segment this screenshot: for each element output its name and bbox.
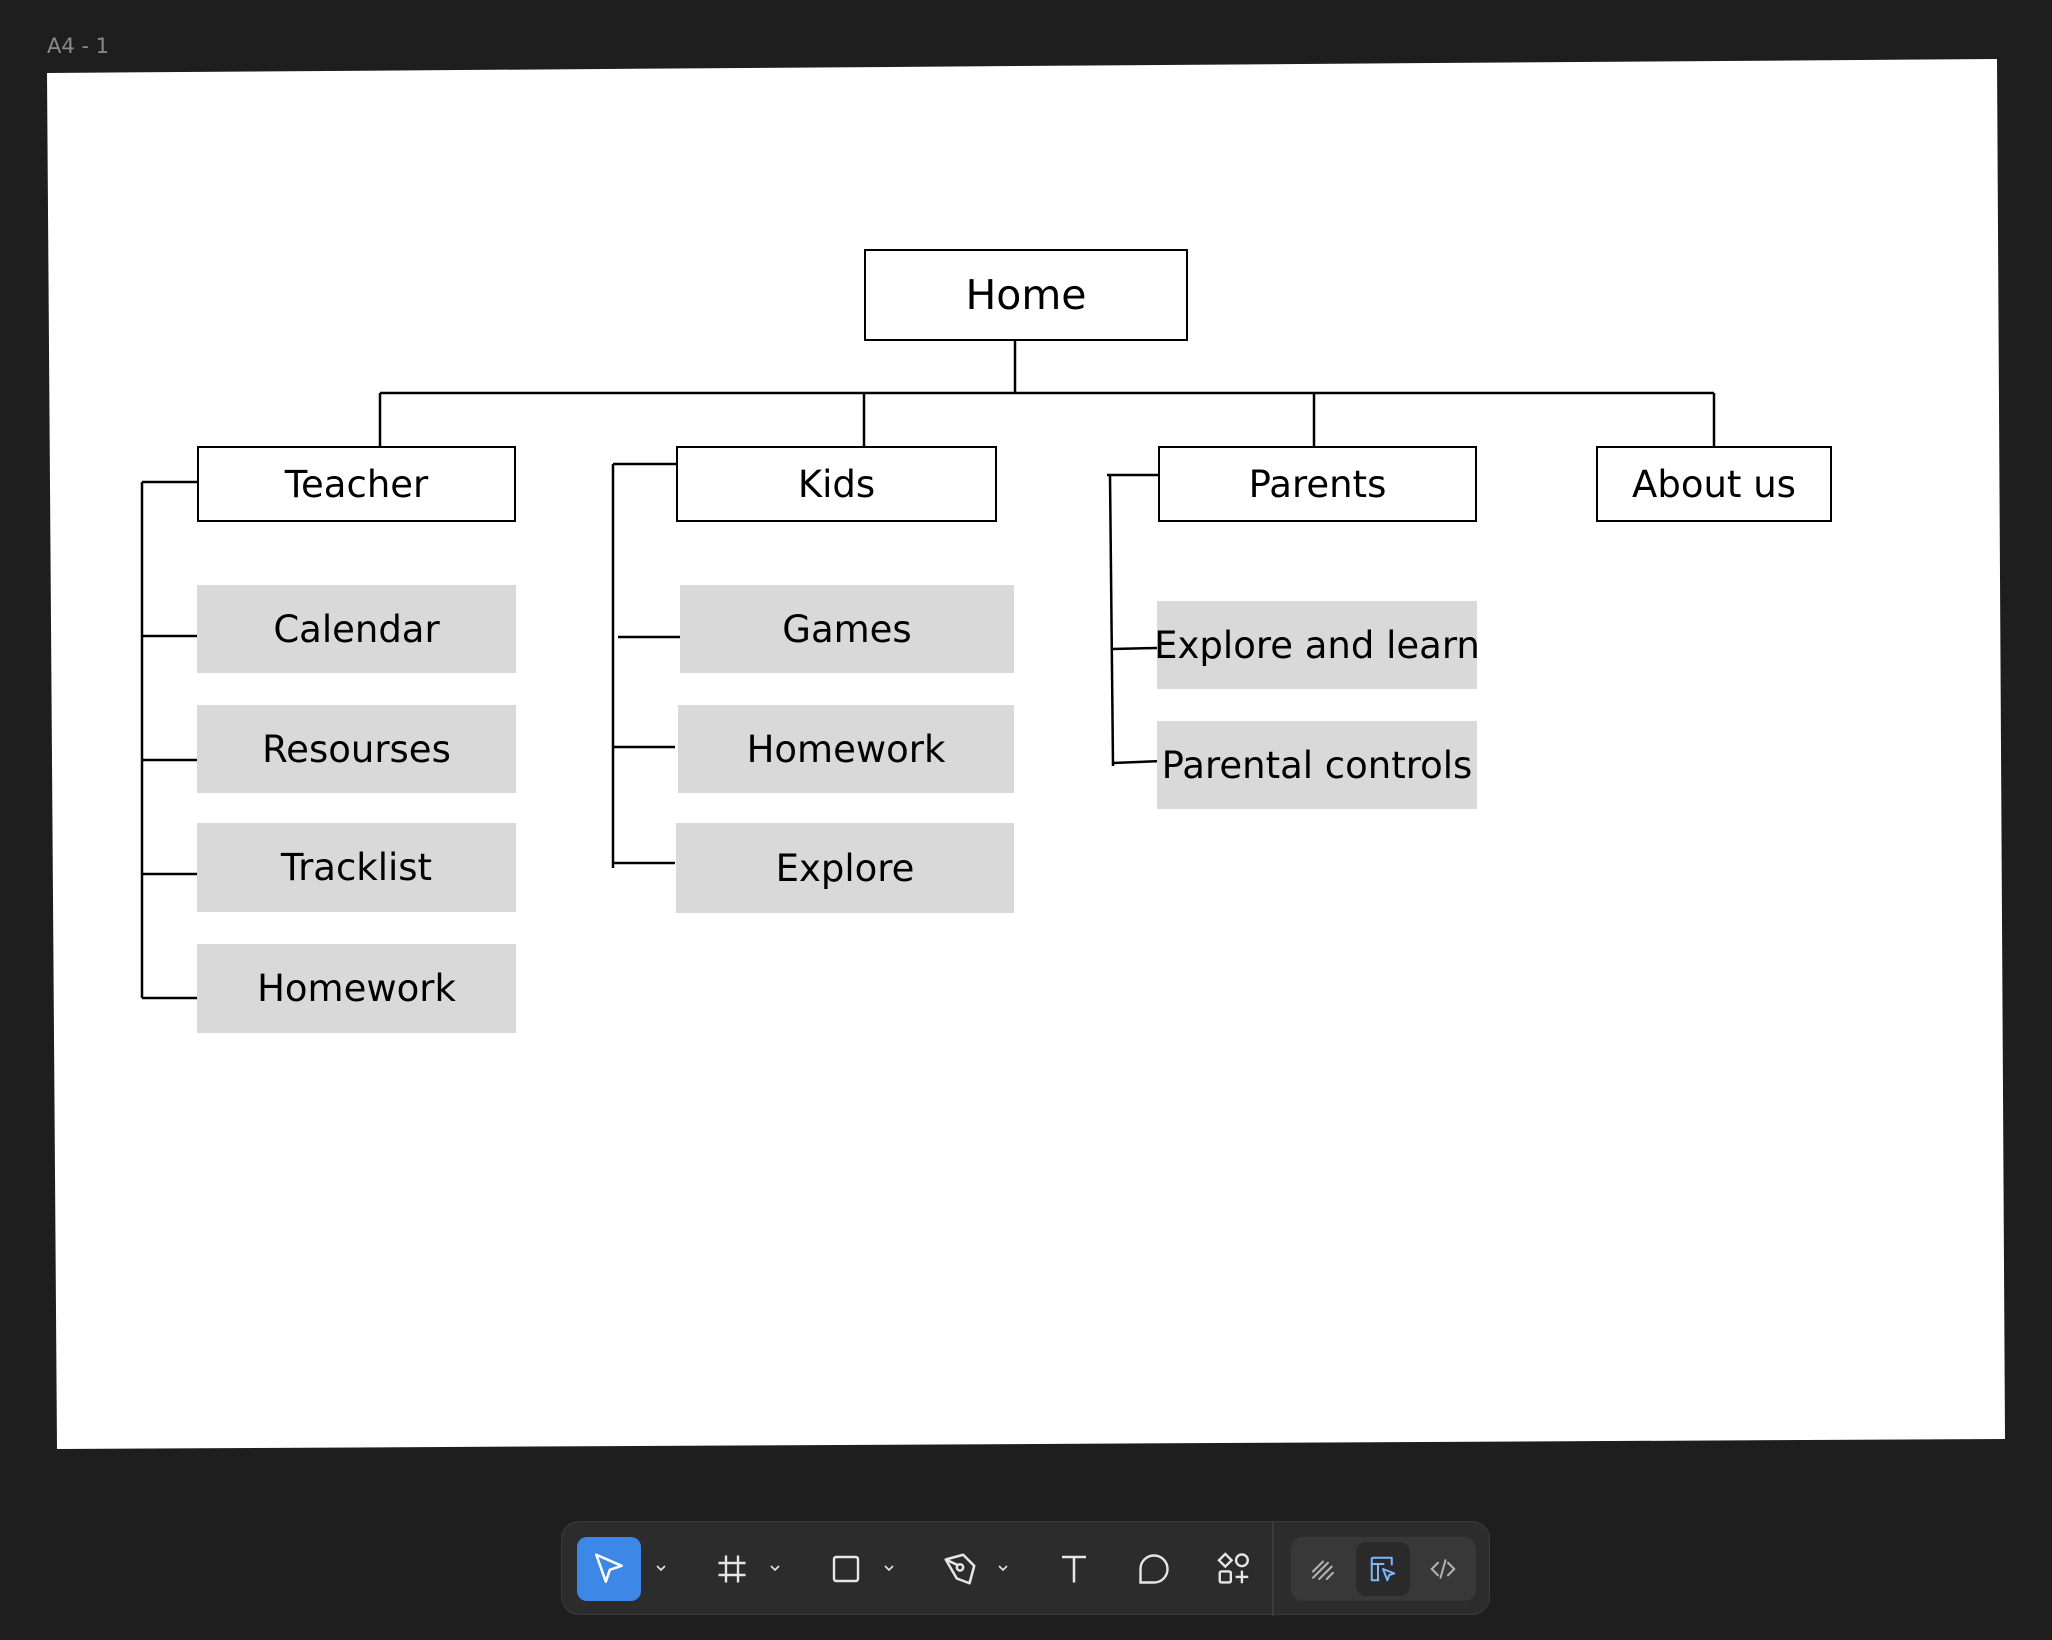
node-teacher-tracklist[interactable]: Tracklist (197, 823, 516, 912)
node-teacher-homework[interactable]: Homework (197, 944, 516, 1033)
move-tool-button[interactable] (577, 1537, 641, 1601)
text-tool-button[interactable] (1042, 1537, 1106, 1601)
node-parents[interactable]: Parents (1158, 446, 1477, 522)
pen-tool-button[interactable] (928, 1537, 992, 1601)
shapes-plus-icon (1217, 1552, 1249, 1584)
node-home[interactable]: Home (864, 249, 1188, 341)
comment-bubble-icon (1139, 1554, 1169, 1584)
toolbar-divider (1272, 1522, 1274, 1616)
node-teacher-calendar[interactable]: Calendar (197, 585, 516, 673)
cursor-arrow-icon (595, 1553, 623, 1583)
actions-tool-button[interactable] (1202, 1537, 1266, 1601)
bottom-toolbar (561, 1521, 1490, 1616)
pen-nib-icon (944, 1553, 976, 1585)
frame-tool-button[interactable] (700, 1537, 764, 1601)
comment-tool-button[interactable] (1122, 1537, 1186, 1601)
node-teacher[interactable]: Teacher (197, 446, 516, 522)
node-kids[interactable]: Kids (676, 446, 997, 522)
scribble-icon (1312, 1560, 1334, 1580)
mode-switcher (1291, 1537, 1476, 1601)
code-brackets-icon (1430, 1559, 1456, 1579)
node-kids-homework[interactable]: Homework (678, 705, 1014, 793)
rectangle-icon (832, 1555, 860, 1583)
chevron-down-icon (998, 1565, 1008, 1572)
move-tool-dropdown[interactable] (650, 1552, 672, 1584)
node-kids-games[interactable]: Games (680, 585, 1014, 673)
frame-hash-icon (718, 1555, 746, 1583)
dev-mode-button[interactable] (1416, 1542, 1470, 1596)
node-about-us[interactable]: About us (1596, 446, 1832, 522)
frame-tool-dropdown[interactable] (764, 1552, 786, 1584)
connector-lines (140, 341, 1716, 1000)
node-parents-parental-controls[interactable]: Parental controls (1157, 721, 1477, 809)
pen-tool-dropdown[interactable] (992, 1552, 1014, 1584)
node-kids-explore[interactable]: Explore (676, 823, 1014, 913)
frame-label[interactable]: A4 - 1 (47, 34, 110, 58)
text-t-icon (1062, 1555, 1086, 1583)
shape-tool-dropdown[interactable] (878, 1552, 900, 1584)
shape-tool-button[interactable] (814, 1537, 878, 1601)
node-parents-explore-and-learn[interactable]: Explore and learn (1154, 601, 1480, 689)
draw-mode-button[interactable] (1296, 1542, 1350, 1596)
design-mode-button[interactable] (1356, 1542, 1410, 1596)
chevron-down-icon (656, 1565, 666, 1572)
canvas-frame[interactable]: Home Teacher Kids Parents About us Calen… (47, 59, 2005, 1449)
chevron-down-icon (770, 1565, 780, 1572)
node-teacher-resourses[interactable]: Resourses (197, 705, 516, 793)
layout-cursor-icon (1370, 1556, 1396, 1582)
chevron-down-icon (884, 1565, 894, 1572)
